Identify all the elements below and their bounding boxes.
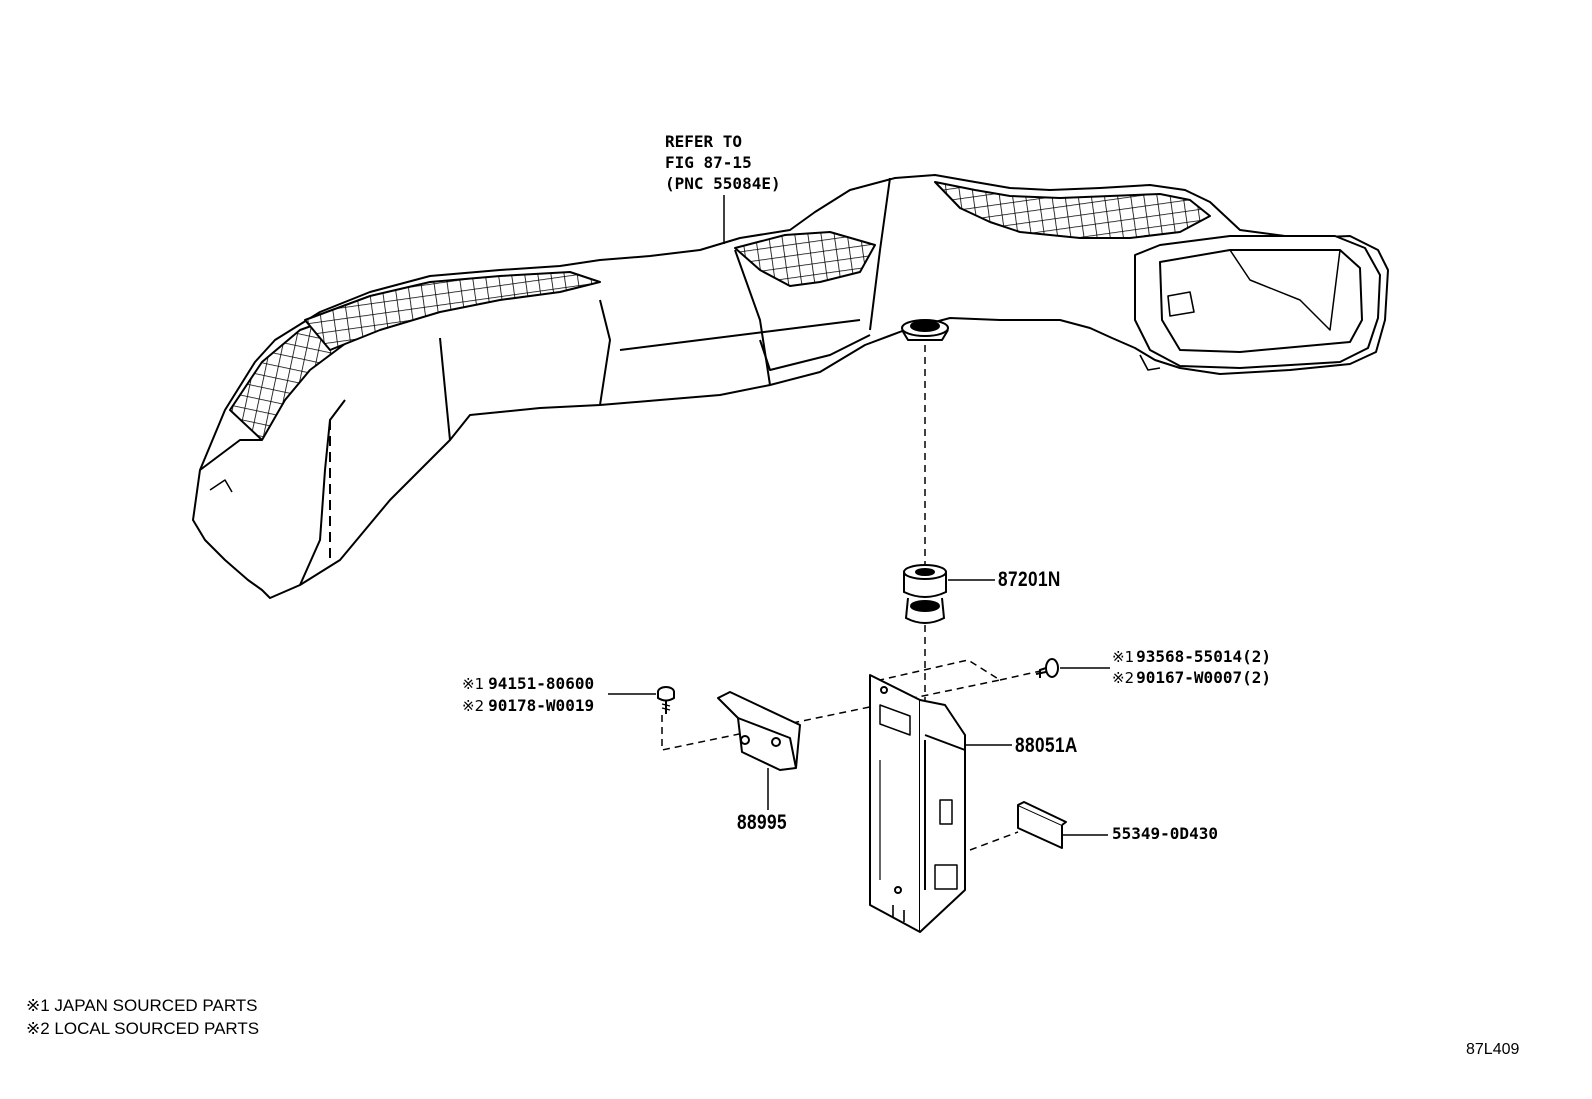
part-number-88995[interactable]: 88995 [737,811,787,834]
bracket-88995 [717,691,801,771]
part-number-55349-0d430[interactable]: 55349-0D430 [1112,824,1218,843]
part-number-93568-55014[interactable]: 93568-55014(2) [1136,647,1271,666]
figure-code: 87L409 [1466,1041,1520,1058]
screw-left [657,686,675,714]
air-duct [192,174,1389,599]
part-number-87201n[interactable]: 87201N [998,568,1061,591]
part-number-88051a[interactable]: 88051A [1015,734,1078,757]
part-number-94151-80600[interactable]: 94151-80600 [488,674,595,693]
part-number-90178-w0019[interactable]: 90178-W0019 [488,696,595,715]
mark-1: ※1 [1112,648,1135,666]
spacer-87201n [903,564,947,624]
receiver-88051a [869,674,966,933]
refer-line-1: REFER TO [665,132,743,151]
label-55349 [1017,801,1067,849]
legend-japan: ※1 JAPAN SOURCED PARTS [26,996,258,1015]
refer-line-3: (PNC 55084E) [665,174,781,193]
legend-local: ※2 LOCAL SOURCED PARTS [26,1019,260,1038]
mark-1: ※1 [462,675,485,693]
part-number-90167-w0007[interactable]: 90167-W0007(2) [1136,668,1271,687]
assembly-lines [661,345,1046,851]
screw-right [1035,658,1059,678]
mark-2: ※2 [1112,669,1135,687]
mark-2: ※2 [462,697,485,715]
refer-line-2: FIG 87-15 [665,153,752,172]
